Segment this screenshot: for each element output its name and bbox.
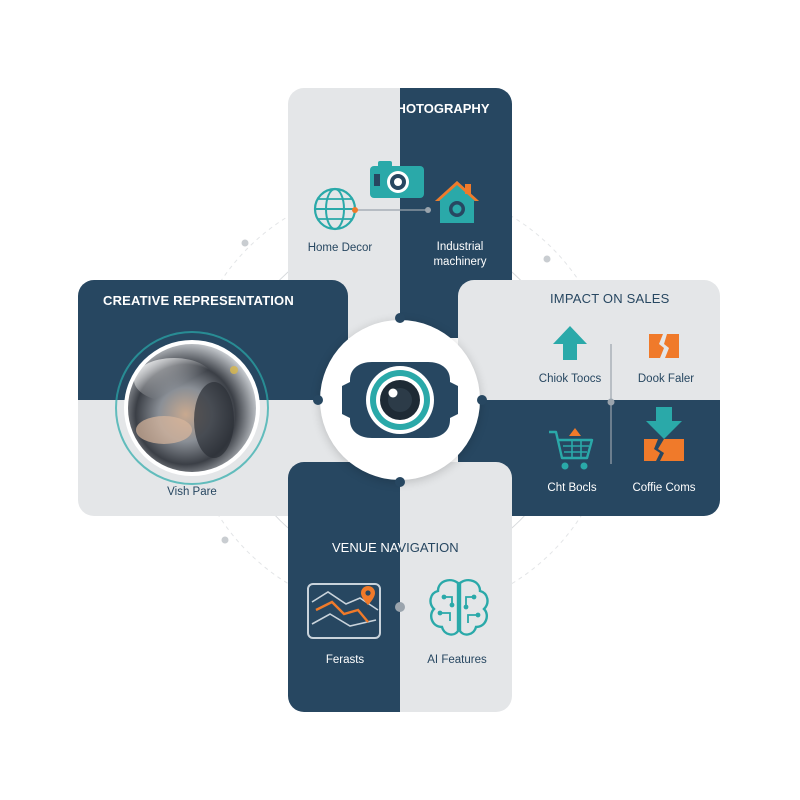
panel-creative-representation xyxy=(78,280,348,516)
industrial-machinery-label: Industrial machinery xyxy=(433,241,487,268)
down-arrow-box-icon xyxy=(644,407,684,461)
creative-representation-title: CREATIVE REPRESENTATION xyxy=(103,293,294,308)
brain-circuit-icon xyxy=(429,579,489,636)
broken-box-icon xyxy=(649,334,679,358)
vish-pare-label: Vish Pare xyxy=(167,486,217,498)
panel-venue-left xyxy=(288,462,400,712)
venue-connector-dot xyxy=(395,602,405,612)
impact-divider xyxy=(607,344,615,464)
ai-features-label: AI Features xyxy=(427,654,487,666)
panel-venue-right xyxy=(400,462,512,712)
up-arrow-icon xyxy=(553,326,587,360)
hub-dot-bottom xyxy=(395,477,405,487)
home-decor-label: Home Decor xyxy=(307,242,373,254)
map-icon xyxy=(307,583,381,639)
shopping-cart-icon xyxy=(549,428,594,470)
creative-photo-image xyxy=(115,331,269,485)
product-photography-title-left: PRODUCT PHOTOGRAPHY xyxy=(320,101,500,116)
connector-line xyxy=(352,207,431,213)
camera-lens-icon xyxy=(342,362,458,438)
product-photography-title: PRODUCT PHOTOGRAPHY xyxy=(400,101,490,116)
house-icon xyxy=(435,181,479,223)
impact-on-sales-title: IMPACT ON SALES xyxy=(550,291,670,306)
ferasts-label: Ferasts xyxy=(325,654,365,666)
globe-icon xyxy=(313,187,357,231)
panel-venue-navigation xyxy=(288,462,512,712)
hub-dot-top xyxy=(395,313,405,323)
hub-dot-right xyxy=(477,395,487,405)
chiok-toocs-label: Chiok Toocs xyxy=(538,373,602,385)
coffie-coms-label: Coffie Coms xyxy=(632,482,696,494)
hub-dot-left xyxy=(313,395,323,405)
camera-icon xyxy=(370,161,424,198)
dook-faler-label: Dook Faler xyxy=(637,373,695,385)
cht-bocls-label: Cht Bocls xyxy=(547,482,597,494)
